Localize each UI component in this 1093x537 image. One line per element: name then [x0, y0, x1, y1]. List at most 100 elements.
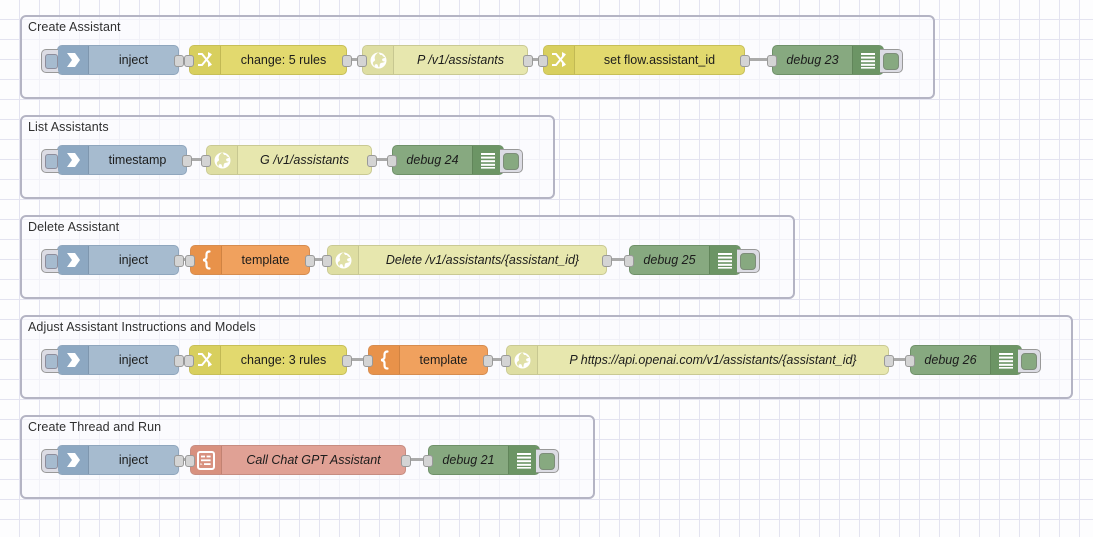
node-debug-24[interactable]: debug 24: [387, 145, 523, 175]
input-port[interactable]: [501, 355, 511, 367]
node-icon: [58, 346, 89, 374]
debug-toggle-button[interactable]: [880, 49, 903, 73]
group-label: List Assistants: [28, 120, 109, 134]
globe-icon: [513, 351, 532, 370]
output-port[interactable]: [174, 55, 184, 67]
form-list-icon: [197, 450, 215, 470]
node-label: inject: [118, 353, 149, 367]
input-port[interactable]: [363, 355, 373, 367]
inject-trigger-button[interactable]: [41, 349, 61, 373]
inject-trigger-button[interactable]: [41, 449, 61, 473]
node-template-delete[interactable]: template: [185, 245, 315, 275]
node-icon: [207, 146, 238, 174]
input-port[interactable]: [387, 155, 397, 167]
wire[interactable]: [528, 58, 547, 61]
debug-lines-icon: [516, 452, 532, 469]
node-debug-25[interactable]: debug 25: [624, 245, 760, 275]
output-port[interactable]: [884, 355, 894, 367]
wire[interactable]: [889, 358, 914, 361]
output-port[interactable]: [174, 455, 184, 467]
output-port[interactable]: [602, 255, 612, 267]
group-label: Delete Assistant: [28, 220, 120, 234]
node-inject-delete[interactable]: inject: [41, 245, 184, 275]
inject-trigger-button[interactable]: [41, 49, 61, 73]
wire[interactable]: [607, 258, 633, 261]
input-port[interactable]: [201, 155, 211, 167]
globe-icon: [334, 251, 353, 270]
input-port[interactable]: [624, 255, 634, 267]
input-port[interactable]: [357, 55, 367, 67]
output-port[interactable]: [401, 455, 411, 467]
wire[interactable]: [745, 58, 776, 61]
node-debug-26[interactable]: debug 26: [905, 345, 1041, 375]
inject-trigger-button[interactable]: [41, 249, 61, 273]
node-inject-thread[interactable]: inject: [41, 445, 184, 475]
wire[interactable]: [406, 458, 432, 461]
node-inject-adjust[interactable]: inject: [41, 345, 184, 375]
arrow-right-icon: [64, 251, 82, 269]
node-icon: [507, 346, 538, 374]
node-label: P https://api.openai.com/v1/assistants/{…: [569, 353, 857, 367]
debug-lines-icon: [717, 252, 733, 269]
group-label: Create Assistant: [28, 20, 121, 34]
node-call-chat-gpt-assistant[interactable]: Call Chat GPT Assistant: [185, 445, 411, 475]
input-port[interactable]: [423, 455, 433, 467]
debug-toggle-button[interactable]: [1018, 349, 1041, 373]
output-port[interactable]: [342, 355, 352, 367]
node-http-post-openai-assistant[interactable]: P https://api.openai.com/v1/assistants/{…: [501, 345, 894, 375]
output-port[interactable]: [174, 355, 184, 367]
input-port[interactable]: [184, 55, 194, 67]
debug-toggle-button[interactable]: [500, 149, 523, 173]
wire[interactable]: [187, 158, 210, 161]
globe-icon: [213, 151, 232, 170]
input-port[interactable]: [184, 355, 194, 367]
wire[interactable]: [372, 158, 396, 161]
output-port[interactable]: [523, 55, 533, 67]
output-port[interactable]: [342, 55, 352, 67]
node-icon: [58, 246, 89, 274]
node-set-flow-assistant-id[interactable]: set flow.assistant_id: [538, 45, 750, 75]
input-port[interactable]: [767, 55, 777, 67]
node-debug-23[interactable]: debug 23: [767, 45, 903, 75]
wire[interactable]: [310, 258, 331, 261]
output-port[interactable]: [182, 155, 192, 167]
node-label: debug 25: [643, 253, 696, 267]
node-label: set flow.assistant_id: [603, 53, 716, 67]
node-inject[interactable]: inject: [41, 45, 184, 75]
node-label: debug 24: [406, 153, 459, 167]
node-template-adjust[interactable]: template: [363, 345, 493, 375]
input-port[interactable]: [185, 455, 195, 467]
node-http-post-assistants[interactable]: P /v1/assistants: [357, 45, 533, 75]
input-port[interactable]: [538, 55, 548, 67]
output-port[interactable]: [305, 255, 315, 267]
output-port[interactable]: [483, 355, 493, 367]
node-http-delete-assistant[interactable]: Delete /v1/assistants/{assistant_id}: [322, 245, 612, 275]
node-http-get-assistants[interactable]: G /v1/assistants: [201, 145, 377, 175]
node-label: debug 26: [924, 353, 977, 367]
output-port[interactable]: [174, 255, 184, 267]
debug-toggle-button[interactable]: [536, 449, 559, 473]
output-port[interactable]: [740, 55, 750, 67]
brace-icon: [375, 350, 393, 370]
output-port[interactable]: [367, 155, 377, 167]
input-port[interactable]: [185, 255, 195, 267]
inject-trigger-button[interactable]: [41, 149, 61, 173]
node-label: G /v1/assistants: [260, 153, 349, 167]
node-icon: [58, 146, 89, 174]
input-port[interactable]: [322, 255, 332, 267]
debug-toggle-button[interactable]: [737, 249, 760, 273]
wire[interactable]: [347, 58, 366, 61]
node-label: P /v1/assistants: [416, 53, 505, 67]
node-icon: [508, 446, 539, 474]
node-inject-timestamp[interactable]: timestamp: [41, 145, 192, 175]
node-change-5-rules[interactable]: change: 5 rules: [184, 45, 352, 75]
node-change-3-rules[interactable]: change: 3 rules: [184, 345, 352, 375]
node-icon: [58, 46, 89, 74]
node-label: change: 3 rules: [240, 353, 327, 367]
wire[interactable]: [488, 358, 510, 361]
input-port[interactable]: [905, 355, 915, 367]
node-icon: [709, 246, 740, 274]
wire[interactable]: [347, 358, 372, 361]
node-debug-21[interactable]: debug 21: [423, 445, 559, 475]
